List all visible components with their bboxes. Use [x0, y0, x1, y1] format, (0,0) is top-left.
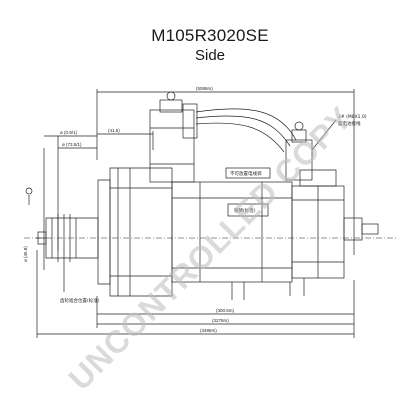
wire-harness — [195, 108, 297, 141]
gear-mesh-note: 齿轮啮合位置(标准) — [60, 297, 100, 304]
dim-bottom-2: (3276m) — [212, 318, 229, 323]
dim-bottom-1: (300.5m) — [216, 308, 235, 313]
part-number-title: M105R3020SE — [151, 26, 269, 45]
nameplate-label: 铭牌(标签) — [234, 207, 256, 214]
uncontrolled-copy-watermark: UNCONTROLLED COPY — [61, 99, 359, 397]
terminal-block — [285, 139, 313, 181]
terminal-label: 3# (M8X1.0) — [338, 114, 367, 120]
warning-label: 不可放置电线调 — [230, 170, 262, 177]
dim-left-vertical: ø (45.8) — [23, 246, 28, 262]
terminal-sublabel: 蓄电池接线 — [338, 120, 361, 127]
view-subtitle: Side — [194, 47, 226, 64]
dim-left-lower: ø (73.5/1) — [62, 142, 82, 147]
dim-overall: (5086m) — [196, 86, 213, 91]
dim-bottom-3: (3486m) — [200, 328, 217, 333]
solenoid — [149, 109, 195, 183]
dim-top-left: (41.5) — [108, 128, 120, 133]
dim-left-upper: ø (0.9/1) — [60, 130, 78, 135]
pinion-gear — [45, 217, 99, 259]
